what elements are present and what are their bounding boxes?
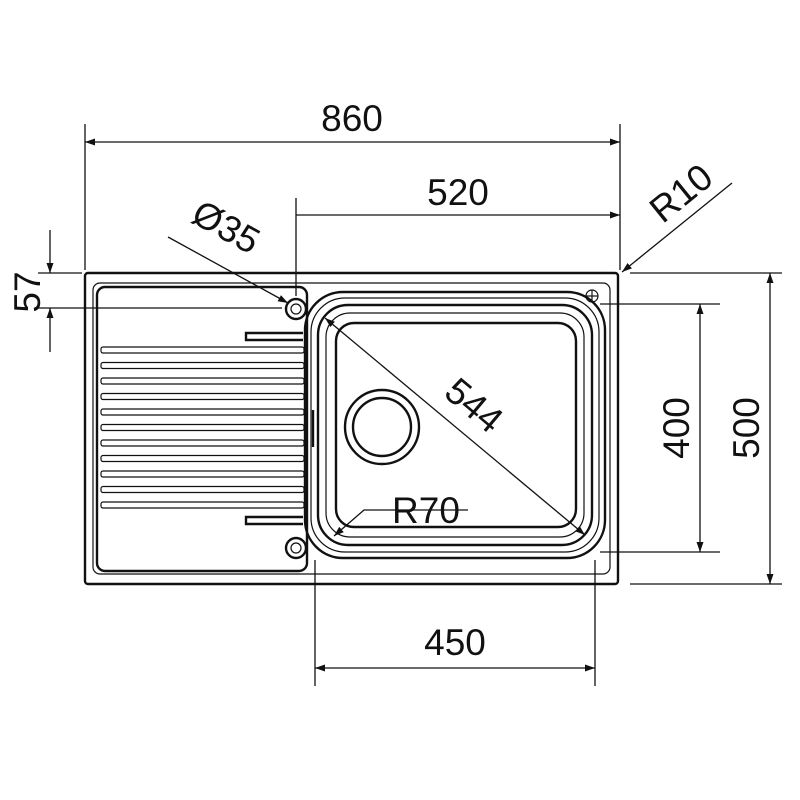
drain-inner (351, 396, 413, 458)
drainer-brackets (244, 331, 315, 526)
drainer-groove (100, 470, 305, 478)
tap-hole-bottom-inner (290, 542, 302, 554)
drainer-groove (100, 423, 305, 432)
drainer-groove (100, 501, 305, 509)
bowl-edge-2 (310, 297, 600, 553)
leader-r10 (621, 182, 733, 273)
label-bowl-section-width: 520 (427, 172, 489, 213)
drainer-area-outline (95, 285, 309, 573)
drain-outer (343, 388, 421, 466)
sink-outer-outline (83, 271, 620, 586)
label-overall-width: 860 (321, 98, 383, 139)
sink-body (83, 271, 620, 586)
bowl-outer-edge (303, 290, 607, 560)
drainer-groove (100, 408, 305, 416)
drainer-bracket-top (244, 331, 303, 342)
drainer-bracket-bottom (244, 515, 303, 526)
leader-diameter (167, 236, 289, 304)
label-overall-depth: 500 (726, 397, 767, 459)
drainer-groove (100, 485, 305, 494)
drainer-groove (100, 377, 305, 385)
tap-hole-bottom (284, 536, 308, 560)
sink-inner-rim (92, 282, 611, 575)
tap-hole-top-inner (290, 303, 302, 315)
bowl-edge-3 (316, 303, 594, 547)
label-corner-radius-bowl: R70 (392, 490, 460, 531)
dimension-lines (46, 138, 774, 672)
label-corner-radius-outer: R10 (642, 156, 721, 231)
dimension-labels: 860 520 450 500 400 57 544 R10 Ø35 R70 (7, 98, 767, 663)
extension-lines (38, 124, 782, 686)
label-bowl-width: 450 (424, 622, 486, 663)
label-bowl-depth: 400 (656, 397, 697, 459)
drainer-groove (100, 392, 305, 401)
drainer-groove (100, 439, 305, 447)
tap-holes (284, 289, 599, 560)
label-tap-hole-offset: 57 (7, 271, 48, 312)
drainer-groove (100, 361, 305, 370)
label-bowl-diagonal: 544 (437, 370, 511, 441)
label-tap-hole-diameter: Ø35 (186, 192, 267, 262)
drainer-groove (100, 454, 305, 463)
dim-line-bowl-diagonal (324, 317, 586, 536)
drainer-grooves (100, 346, 305, 509)
drainer-groove (100, 346, 305, 354)
leader-r70 (333, 509, 468, 537)
tap-hole-top (284, 297, 308, 321)
